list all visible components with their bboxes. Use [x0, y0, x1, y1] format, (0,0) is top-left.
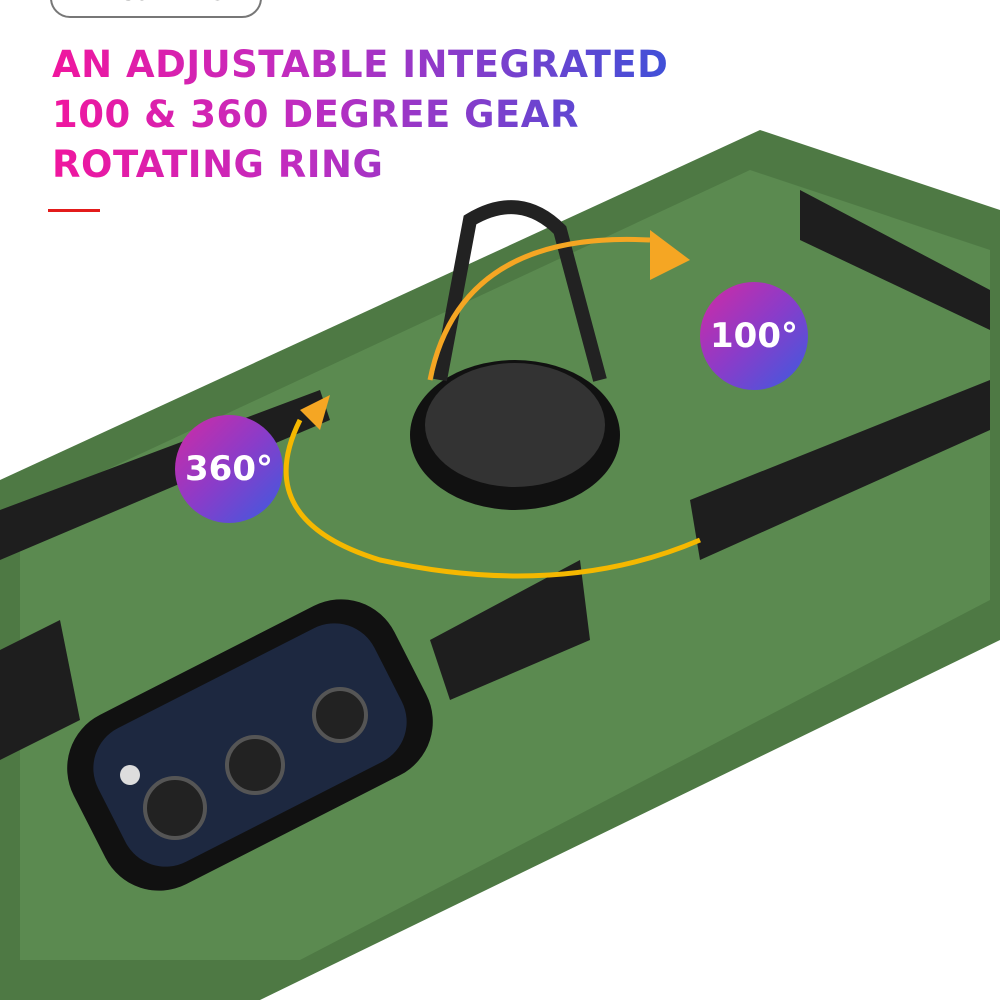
flash: [120, 765, 140, 785]
camera-lens: [312, 687, 368, 743]
arrow-100: [427, 236, 651, 381]
camera-lens: [225, 735, 285, 795]
headline-line-1: AN ADJUSTABLE INTEGRATED: [52, 43, 669, 86]
red-rule: [48, 209, 100, 212]
badge-360: 360°: [175, 415, 283, 523]
camera-lens: [143, 776, 207, 840]
headline-line-2: 100 & 360 DEGREE GEAR: [52, 93, 579, 136]
arrow-360: [283, 418, 701, 579]
badge-100: 100°: [700, 282, 808, 390]
headline: AN ADJUSTABLE INTEGRATED 100 & 360 DEGRE…: [52, 40, 668, 190]
ring-holder: [433, 200, 607, 382]
headline-line-3: ROTATING RING: [52, 143, 384, 186]
